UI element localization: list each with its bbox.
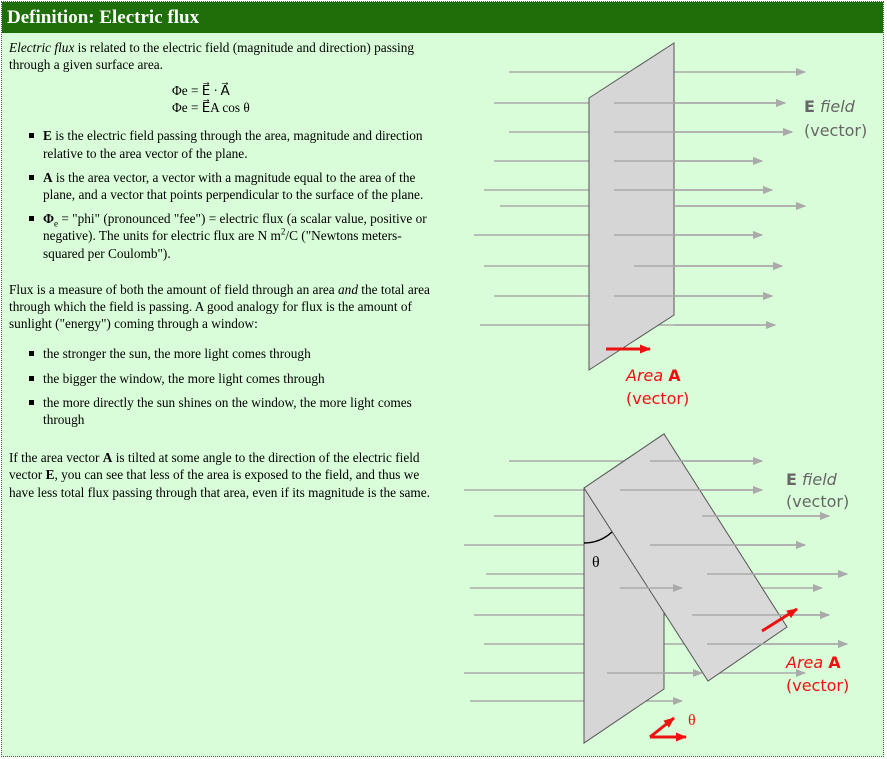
term-a: A (43, 169, 53, 185)
efield-vector-label-2: (vector) (786, 492, 849, 511)
page-title: Definition: Electric flux (7, 7, 200, 28)
efield-label-2: E field (786, 470, 838, 489)
list-item: A is the area vector, a vector with a ma… (9, 169, 434, 203)
formula-block: Φe = E⃗ · A⃗ Φe = E⃗A cos θ (9, 83, 434, 117)
plane-2-tilted (583, 433, 788, 682)
para-text: is tilted at some angle to the direction… (9, 450, 420, 483)
para-emphasis: and (338, 281, 358, 297)
list-item: Φe = "phi" (pronounced "fee") = electric… (9, 210, 434, 262)
para-text: the total area through which the field i… (9, 281, 430, 332)
item-text: is the area vector, a vector with a magn… (43, 169, 424, 203)
units-superscript: 2 (280, 227, 286, 237)
area-vector-label-2: (vector) (786, 676, 849, 695)
formula-cos: Φe = E⃗A cos θ (172, 100, 250, 116)
item-text: = "phi" (pronounced "fee") = electric fl… (43, 211, 427, 244)
list-item: the stronger the sun, the more light com… (9, 345, 434, 362)
text-column: Electric flux is related to the electric… (9, 39, 434, 501)
angle-indicator (649, 716, 687, 742)
area-vector-arrow-2 (761, 607, 798, 633)
theta-arc (583, 531, 613, 544)
formula-dot: Φe = E⃗ · A⃗ (172, 83, 230, 99)
title-bar: Definition: Electric flux (2, 2, 883, 33)
area-vector-label-1: (vector) (626, 389, 689, 408)
plane-1 (588, 42, 675, 371)
para-text: Flux is a measure of both the amount of … (9, 281, 339, 297)
item-text: is the electric field passing through th… (43, 128, 423, 161)
item-text: /C ("Newtons meters-squared per Coulomb"… (43, 228, 402, 261)
area-label-2: Area A (785, 653, 841, 672)
theta-label: θ (592, 554, 600, 571)
intro-paragraph: Electric flux is related to the electric… (9, 39, 434, 73)
term-a: A (102, 450, 113, 466)
field-arrows-front (614, 99, 806, 329)
tilt-paragraph: If the area vector A is tilted at some a… (9, 449, 434, 501)
list-item: the more directly the sun shines on the … (9, 394, 434, 428)
para-text: , you can see that less of the area is e… (9, 467, 430, 500)
theta-label-2: θ (688, 712, 696, 729)
field-arrows-bottom-front (607, 457, 848, 677)
term-phi: Φ (43, 211, 55, 227)
term-e: E (43, 128, 52, 144)
term-e: E (45, 467, 55, 483)
list-item: E is the electric field passing through … (9, 127, 434, 161)
analogy-list: the stronger the sun, the more light com… (9, 345, 434, 428)
intro-text: is related to the electric field (magnit… (9, 40, 415, 73)
efield-label-1: E field (804, 97, 856, 116)
efield-vector-label-1: (vector) (804, 121, 867, 140)
definition-list: E is the electric field passing through … (9, 127, 434, 261)
analogy-paragraph: Flux is a measure of both the amount of … (9, 281, 434, 333)
intro-term: Electric flux (9, 40, 75, 55)
area-label-1: Area A (625, 366, 681, 385)
para-text: If the area vector (9, 450, 103, 466)
list-item: the bigger the window, the more light co… (9, 370, 434, 387)
phi-subscript: e (54, 218, 59, 229)
